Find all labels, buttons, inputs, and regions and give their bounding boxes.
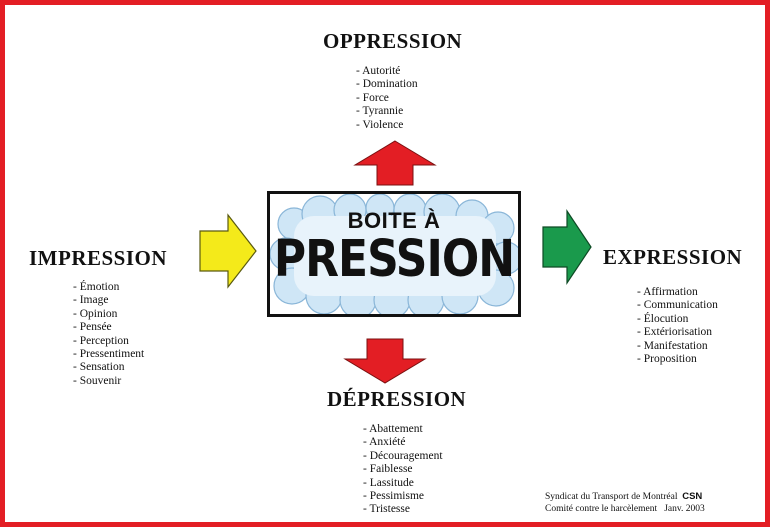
expression-item: Proposition	[637, 353, 718, 366]
expression-item: Élocution	[637, 313, 718, 326]
oppression-item: Violence	[356, 119, 418, 132]
depression-item: Découragement	[363, 450, 443, 463]
oppression-item: Force	[356, 92, 418, 105]
depression-item: Faiblesse	[363, 463, 443, 476]
arrow-right-green-icon	[542, 209, 592, 285]
depression-list: AbattementAnxiétéDécouragementFaiblesseL…	[363, 423, 443, 517]
impression-item: Image	[73, 294, 144, 307]
expression-item: Affirmation	[637, 286, 718, 299]
pression-box: BOITE À PRESSION	[267, 191, 521, 317]
impression-list: ÉmotionImageOpinionPenséePerceptionPress…	[73, 281, 145, 388]
oppression-item: Tyrannie	[356, 105, 418, 118]
box-title-main: PRESSION	[273, 230, 515, 289]
depression-item: Lassitude	[363, 477, 443, 490]
depression-item: Tristesse	[363, 503, 443, 516]
impression-item: Émotion	[73, 281, 144, 294]
depression-title: DÉPRESSION	[327, 387, 467, 411]
expression-list: AffirmationCommunicationÉlocutionExtério…	[637, 286, 718, 366]
arrow-down-icon	[343, 338, 427, 384]
footer-date: Janv. 2003	[664, 504, 705, 514]
impression-item: Opinion	[73, 308, 144, 321]
impression-item: Pensée	[73, 321, 144, 334]
oppression-item: Domination	[356, 78, 418, 91]
expression-title: EXPRESSION	[603, 245, 743, 269]
oppression-title: OPPRESSION	[323, 29, 463, 53]
footer-line1: Syndicat du Transport de Montréal	[545, 492, 678, 502]
box-title-top: BOITE À	[347, 208, 441, 233]
oppression-list: AutoritéDominationForceTyrannieViolence	[356, 65, 418, 132]
footer-line2: Comité contre le harcèlement	[545, 504, 658, 514]
expression-item: Extériorisation	[637, 326, 718, 339]
arrow-right-yellow-icon	[199, 213, 257, 289]
impression-item: Perception	[73, 335, 144, 348]
expression-item: Manifestation	[637, 340, 718, 353]
depression-item: Abattement	[363, 423, 443, 436]
footer-org: CSN	[682, 491, 703, 502]
depression-item: Anxiété	[363, 436, 443, 449]
depression-item: Pessimisme	[363, 490, 443, 503]
impression-item: Pressentiment	[73, 348, 145, 361]
impression-item: Souvenir	[73, 375, 144, 388]
oppression-item: Autorité	[356, 65, 418, 78]
footer-credit: Syndicat du Transport de Montréal CSN Co…	[545, 491, 705, 515]
cloud-icon	[270, 194, 518, 314]
impression-item: Sensation	[73, 361, 144, 374]
expression-item: Communication	[637, 299, 718, 312]
impression-title: IMPRESSION	[29, 246, 168, 270]
arrow-up-icon	[353, 140, 437, 186]
